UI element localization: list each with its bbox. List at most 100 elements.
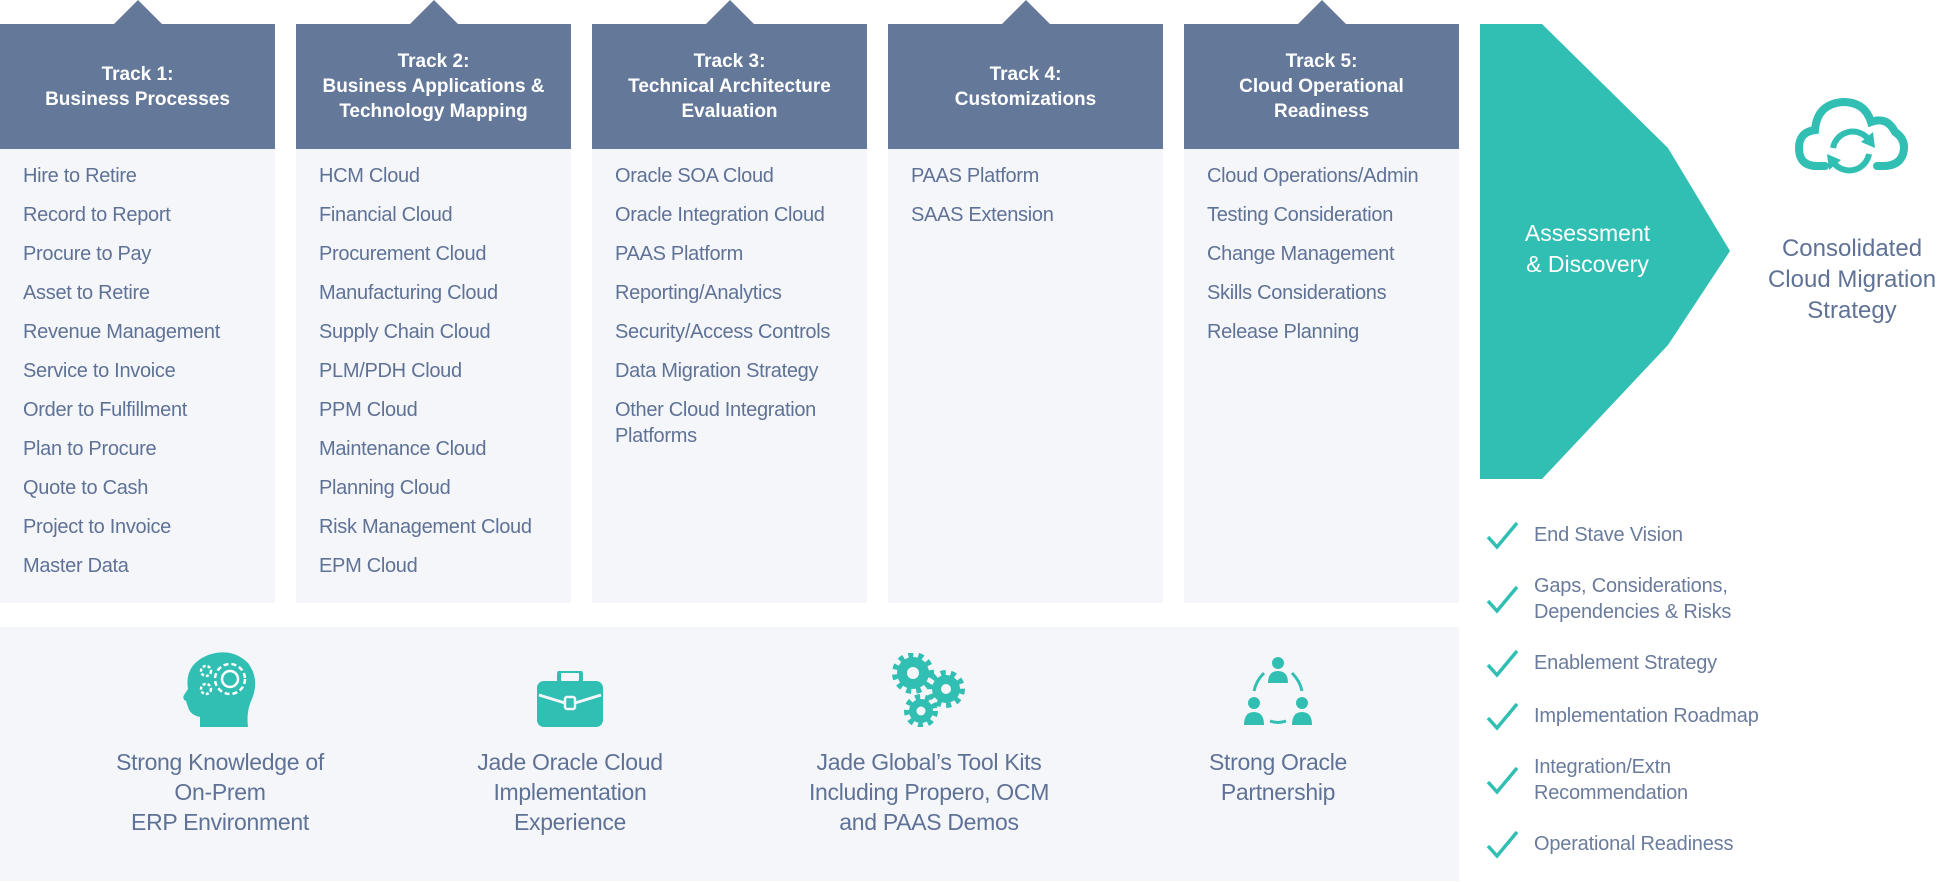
track-notch <box>409 0 458 24</box>
deliverable-item: Gaps, Considerations, Dependencies & Ris… <box>1486 573 1764 625</box>
assessment-label-line: & Discovery <box>1526 251 1649 277</box>
checkmark-icon <box>1486 585 1519 614</box>
track-item: HCM Cloud <box>319 165 420 187</box>
track-header: Track 4:Customizations <box>888 24 1163 149</box>
team-network-icon <box>1108 627 1448 727</box>
strength-label-line: Implementation <box>493 779 647 805</box>
track-item: PLM/PDH Cloud <box>319 360 462 382</box>
checkmark-icon <box>1486 649 1519 678</box>
track-title: Business Processes <box>45 88 230 110</box>
assessment-arrow-shape <box>1480 24 1730 479</box>
track-item: Oracle Integration Cloud <box>615 204 825 226</box>
cloud-sync-icon <box>1742 96 1945 187</box>
checkmark-icon <box>1486 830 1519 859</box>
track-item: Change Management <box>1207 243 1395 265</box>
track-item: PAAS Platform <box>615 243 743 265</box>
checkmark-icon <box>1486 766 1519 795</box>
track-item: Record to Report <box>23 204 171 226</box>
track-item: Testing Consideration <box>1207 204 1394 226</box>
track-item: SAAS Extension <box>911 204 1054 226</box>
deliverable-label: End Stave Vision <box>1534 524 1683 546</box>
checkmark-icon <box>1486 521 1519 550</box>
track-item: PAAS Platform <box>911 165 1039 187</box>
track-item: Asset to Retire <box>23 282 150 304</box>
track-item: Release Planning <box>1207 321 1359 343</box>
track-column: Track 2:Business Applications &Technolog… <box>296 0 571 603</box>
track-title: Business Applications & <box>322 76 545 97</box>
track-title: Technical Architecture <box>628 76 831 97</box>
track-item: Quote to Cash <box>23 477 149 499</box>
deliverable-item: Operational Readiness <box>1486 829 1764 859</box>
outcome-label-line: Strategy <box>1807 297 1897 324</box>
track-title: Readiness <box>1273 101 1370 122</box>
briefcase-icon <box>400 627 740 727</box>
deliverable-label: Gaps, Considerations, Dependencies & Ris… <box>1534 575 1732 623</box>
track-number: Track 3: <box>693 51 766 72</box>
track-item: PPM Cloud <box>319 399 418 421</box>
strength-label-line: On-Prem <box>174 779 266 805</box>
track-item: Cloud Operations/Admin <box>1207 165 1419 187</box>
deliverable-label: Integration/Extn Recommendation <box>1534 756 1688 804</box>
strength-label-line: Including Propero, OCM <box>808 779 1050 805</box>
strength-label-line: Jade Global’s Tool Kits <box>816 749 1042 775</box>
strength-label-line: Experience <box>513 809 627 835</box>
strength-item: Strong Oracle Partnership <box>1108 627 1448 807</box>
track-notch <box>1297 0 1346 24</box>
track-notch <box>705 0 754 24</box>
strength-label-line: Jade Oracle Cloud <box>477 749 663 775</box>
outcome-label-line: Consolidated <box>1781 235 1923 262</box>
checkmark-icon <box>1486 702 1519 731</box>
track-item: Manufacturing Cloud <box>319 282 498 304</box>
deliverable-item: Integration/Extn Recommendation <box>1486 754 1764 806</box>
track-item: Service to Invoice <box>23 360 176 382</box>
track-number: Track 2: <box>397 51 470 72</box>
track-item: Hire to Retire <box>23 165 137 187</box>
track-item: Supply Chain Cloud <box>319 321 491 343</box>
track-item: Reporting/Analytics <box>615 282 782 304</box>
track-item: EPM Cloud <box>319 555 418 577</box>
track-item: Security/Access Controls <box>615 321 831 343</box>
track-item: Other Cloud Integration Platforms <box>615 399 817 447</box>
outcome-block: Consolidated Cloud Migration Strategy <box>1742 96 1945 326</box>
track-item: Procurement Cloud <box>319 243 487 265</box>
deliverable-item: Enablement Strategy <box>1486 648 1764 678</box>
track-title: Evaluation <box>681 101 778 122</box>
strength-item: Strong Knowledge of On-Prem ERP Environm… <box>50 627 390 837</box>
strength-label-line: ERP Environment <box>131 809 309 835</box>
track-number: Track 1: <box>101 63 174 85</box>
track-title: Cloud Operational <box>1239 76 1404 97</box>
track-item: Data Migration Strategy <box>615 360 819 382</box>
track-notch <box>1001 0 1050 24</box>
deliverable-label: Enablement Strategy <box>1534 652 1717 674</box>
track-header: Track 1: Business Processes <box>0 24 275 149</box>
outcome-label-line: Cloud Migration <box>1767 266 1937 293</box>
deliverable-item: Implementation Roadmap <box>1486 701 1764 731</box>
strength-label-line: Partnership <box>1220 779 1336 805</box>
strength-item: Jade Oracle Cloud Implementation Experie… <box>400 627 740 837</box>
strength-label-line: Strong Knowledge of <box>116 749 324 775</box>
track-item: Financial Cloud <box>319 204 453 226</box>
deliverable-label: Operational Readiness <box>1534 833 1734 855</box>
track-number: Track 5: <box>1285 51 1358 72</box>
deliverable-label: Implementation Roadmap <box>1534 705 1759 727</box>
strength-item: Jade Global’s Tool Kits Including Proper… <box>759 627 1099 837</box>
track-item: Plan to Procure <box>23 438 157 460</box>
track-notch <box>113 0 162 24</box>
strength-label-line: Strong Oracle <box>1209 749 1347 775</box>
track-item: Order to Fulfillment <box>23 399 188 421</box>
track-item: Procure to Pay <box>23 243 152 265</box>
